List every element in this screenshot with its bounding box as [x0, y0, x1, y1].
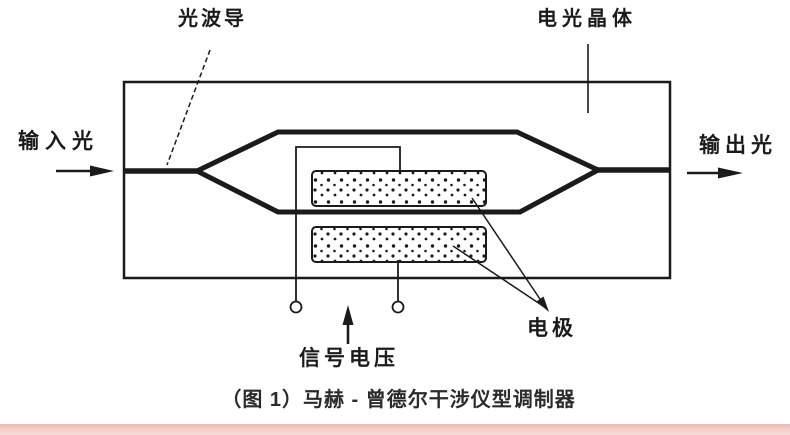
- signal-wiring: [289, 146, 405, 314]
- output-light-label: 输出光: [699, 134, 777, 157]
- crystal-outline: [122, 80, 672, 280]
- upper-electrode: [311, 170, 487, 207]
- upper-electrode-wire: [295, 146, 401, 301]
- input-arrow-icon: [56, 165, 114, 177]
- output-arrow-icon: [687, 167, 743, 179]
- electrode-leader-arrowhead: [536, 296, 549, 312]
- waveguide-lower-arm: [195, 167, 600, 215]
- electrode-leader-lines: [452, 197, 549, 312]
- electro-optic-crystal-label: 电光晶体: [537, 8, 637, 30]
- signal-voltage-arrow-icon: [342, 305, 354, 344]
- terminal-circle-left: [289, 300, 303, 314]
- input-light-label: 输入光: [18, 130, 99, 153]
- optical-waveguide-label: 光波导: [178, 8, 247, 30]
- lower-electrode: [311, 226, 487, 263]
- waveguide-upper-arm: [195, 129, 600, 174]
- bottom-accent-bar: [0, 424, 790, 435]
- figure-caption: （图 1）马赫 - 曾德尔干涉仪型调制器: [221, 389, 576, 411]
- waveguide-leader-line: [166, 49, 211, 166]
- terminal-circle-right: [391, 300, 405, 314]
- signal-voltage-label: 信号电压: [299, 347, 399, 370]
- electrodes-label: 电极: [527, 317, 577, 340]
- waveguide-path: [124, 129, 670, 215]
